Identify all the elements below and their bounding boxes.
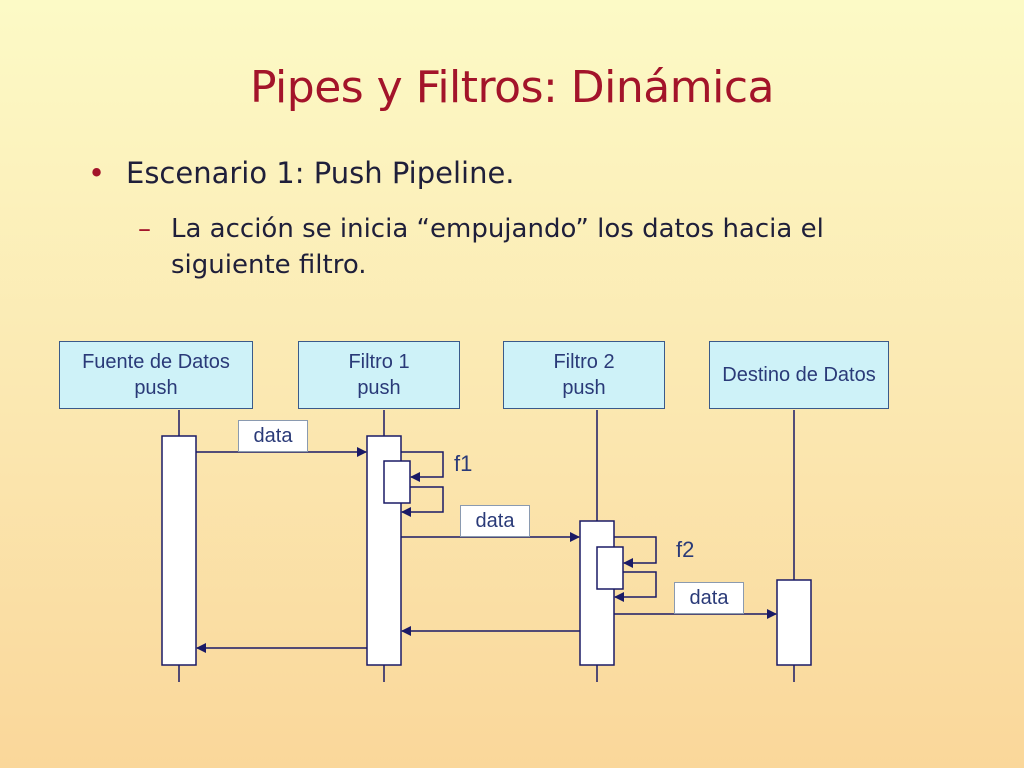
participant-mode: push (357, 377, 401, 399)
participant-filtro2: Filtro 2 push (503, 341, 665, 409)
bullet-item: • Escenario 1: Push Pipeline. (88, 156, 515, 190)
activation-filtro2 (579, 520, 615, 666)
function-label-f1: f1 (454, 451, 473, 476)
self-call-f1-out (401, 486, 444, 517)
sub-bullet-item: – La acción se inicia “empujando” los da… (138, 211, 898, 283)
participant-fuente: Fuente de Datos push (59, 341, 253, 409)
slide-title: Pipes y Filtros: Dinámica (249, 62, 775, 113)
activation-fuente (161, 435, 197, 666)
participant-filtro1: Filtro 1 push (298, 341, 460, 409)
function-label-f2: f2 (676, 537, 695, 562)
participant-mode: push (134, 377, 178, 399)
participant-mode: push (562, 377, 606, 399)
message-label-1: data (238, 420, 308, 452)
message-label-3: data (674, 582, 744, 614)
message-label-2: data (460, 505, 530, 537)
self-call-f1-in (401, 451, 444, 482)
sub-bullet-dash: – (138, 214, 151, 244)
self-call-f2-out (614, 571, 657, 602)
participant-name: Filtro 2 (553, 351, 615, 373)
activation-filtro2-f2 (596, 546, 624, 590)
participant-name: Fuente de Datos (82, 351, 230, 373)
activation-destino (776, 579, 812, 666)
participant-destino: Destino de Datos (709, 341, 889, 409)
participant-name: Destino de Datos (722, 364, 876, 386)
sub-bullet-text: La acción se inicia “empujando” los dato… (171, 214, 824, 280)
bullet-mark: • (88, 156, 106, 190)
self-call-f2-in (614, 536, 657, 568)
activation-filtro1-f1 (383, 460, 411, 504)
bullet-text: Escenario 1: Push Pipeline. (126, 156, 515, 190)
participant-name: Filtro 1 (348, 351, 410, 373)
